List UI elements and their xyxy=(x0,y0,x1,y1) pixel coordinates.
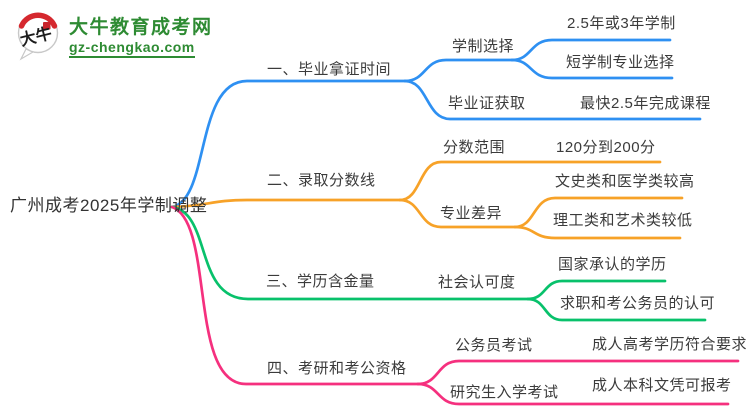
leaf-science-art-lower: 理工类和艺术类较低 xyxy=(553,212,693,229)
branch-1-main-line xyxy=(170,79,407,209)
leaf-adult-bachelor-diploma-eligible: 成人本科文凭可报考 xyxy=(592,377,732,394)
branch-1-fork-down-line xyxy=(403,79,702,121)
branch-1-leaf-2-line xyxy=(510,58,674,80)
node-civil-service-exam: 公务员考试 xyxy=(455,337,533,354)
branch-2-fork-down-line xyxy=(398,198,517,229)
branch-4-postgrad-civil-exam-label: 四、考研和考公资格 xyxy=(267,360,407,377)
node-social-recognition: 社会认可度 xyxy=(438,274,516,291)
branch-2-admission-score-label: 二、录取分数线 xyxy=(267,172,376,189)
node-score-range: 分数范围 xyxy=(443,139,506,156)
leaf-fastest-2-5-years: 最快2.5年完成课程 xyxy=(580,95,711,112)
leaf-state-recognized-degree: 国家承认的学历 xyxy=(558,256,667,273)
node-diploma-obtainment: 毕业证获取 xyxy=(448,95,526,112)
node-postgraduate-entrance-exam: 研究生入学考试 xyxy=(450,384,559,401)
site-url: gz-chengkao.com xyxy=(69,39,195,58)
branch-2-leaf-1-line xyxy=(513,196,684,229)
branch-1-fork-up-line xyxy=(403,58,514,83)
branch-2-fork-up-line xyxy=(398,160,662,202)
branch-4-fork-down-line xyxy=(416,382,730,406)
branch-4-main-line xyxy=(170,205,420,386)
root-node-label: 广州成考2025年学制调整 xyxy=(10,196,208,215)
branch-2-leaf-2-line xyxy=(513,225,682,240)
daniu-badge-icon: 大牛 xyxy=(17,12,59,61)
node-schooling-length-choice: 学制选择 xyxy=(452,38,515,55)
leaf-2-5-or-3-year-system: 2.5年或3年学制 xyxy=(567,15,676,32)
leaf-short-program-choice: 短学制专业选择 xyxy=(566,54,675,71)
site-logo[interactable]: 大牛 大牛教育成考网 gz-chengkao.com xyxy=(14,9,213,61)
node-major-differences: 专业差异 xyxy=(440,205,503,222)
branch-3-main-line xyxy=(170,205,530,301)
leaf-liberal-arts-medical-higher: 文史类和医学类较高 xyxy=(555,173,695,190)
branch-2-main-line xyxy=(170,198,402,209)
leaf-adult-exam-degree-qualifies: 成人高考学历符合要求 xyxy=(592,336,748,353)
site-name: 大牛教育成考网 xyxy=(69,17,213,38)
branch-4-fork-up-line xyxy=(416,359,740,386)
leaf-120-to-200-points: 120分到200分 xyxy=(556,139,656,156)
branch-1-graduation-time-label: 一、毕业拿证时间 xyxy=(267,61,392,78)
leaf-job-civil-service-recognition: 求职和考公务员的认可 xyxy=(560,295,716,312)
branch-3-leaf-2-line xyxy=(526,297,707,322)
branch-3-degree-value-label: 三、学历含金量 xyxy=(266,273,375,290)
